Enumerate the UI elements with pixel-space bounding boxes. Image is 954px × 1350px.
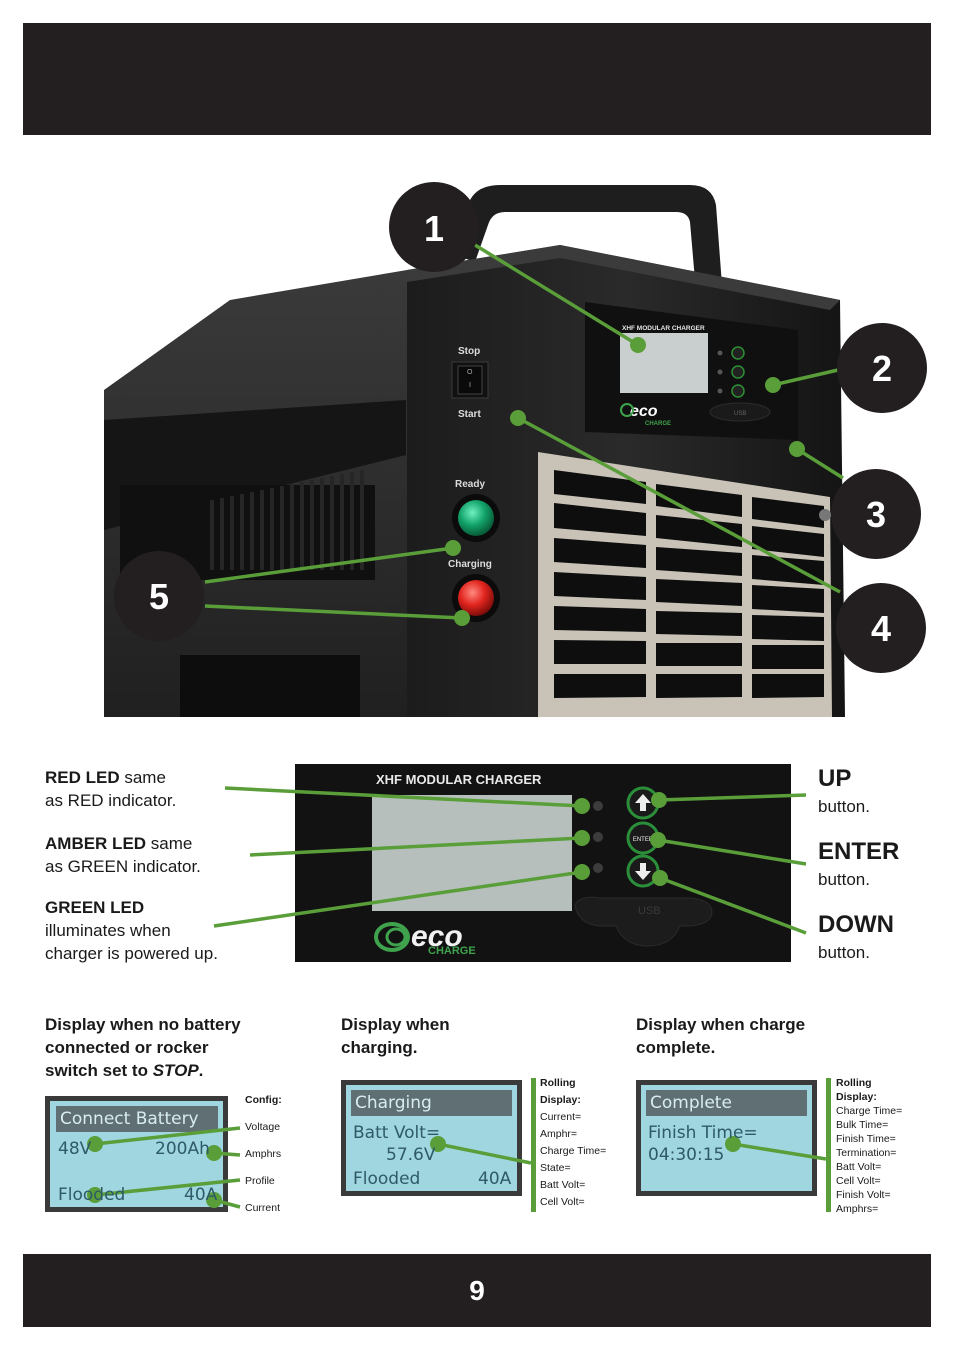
lcd3-line2: Finish Time=: [648, 1123, 758, 1143]
lcd1-amphrs: 200Ah: [155, 1139, 210, 1159]
photo-leaders: [204, 243, 844, 620]
svg-text:1: 1: [424, 208, 444, 249]
callout-1: 1: [389, 182, 479, 272]
svg-text:4: 4: [871, 608, 891, 649]
lcd2-profile: Flooded: [353, 1169, 421, 1189]
front-panel-lcd: [372, 795, 572, 911]
config-amphrs: Amphrs: [245, 1148, 282, 1160]
svg-text:eco: eco: [411, 920, 463, 953]
complete-rolling-list: Rolling Display: Charge Time= Bulk Time=…: [836, 1077, 903, 1215]
callout-3: 3: [831, 469, 921, 559]
photo-panel-title: XHF MODULAR CHARGER: [622, 325, 705, 332]
grille-slots: [554, 470, 824, 698]
amber-led: [593, 832, 603, 842]
svg-text:5: 5: [149, 576, 169, 617]
caption-complete: Display when charge complete.: [636, 1015, 806, 1057]
svg-text:2: 2: [872, 348, 892, 389]
panel-leader-dots: [574, 792, 668, 886]
ready-lamp: [458, 500, 494, 536]
handle: [455, 185, 722, 292]
charging-lamp: [458, 580, 494, 616]
caption-charging: Display when charging.: [341, 1015, 450, 1057]
config-profile: Profile: [245, 1175, 275, 1187]
photo-logo-sub: CHARGE: [645, 421, 671, 427]
panel-leaders: [213, 786, 807, 935]
config-current: Current: [245, 1202, 281, 1214]
lcd1-current: 40A: [184, 1185, 218, 1205]
svg-text:O: O: [467, 369, 473, 376]
svg-text:ENTER: ENTER: [633, 837, 654, 843]
lcd3-line3: 04:30:15: [648, 1145, 725, 1165]
lcd1-profile: Flooded: [58, 1185, 126, 1205]
lcd2-current: 40A: [478, 1169, 512, 1189]
photo-logo: eco: [630, 403, 658, 420]
caption-no-battery: Display when no battery connected or roc…: [45, 1015, 241, 1080]
header-bar: [23, 23, 931, 135]
green-led-label: GREEN LED illuminates when charger is po…: [45, 898, 218, 963]
svg-text:CHARGE: CHARGE: [428, 945, 476, 957]
lcd3-line1: Complete: [650, 1093, 732, 1113]
charging-rolling-list: Rolling Display: Current= Amphr= Charge …: [540, 1077, 607, 1208]
lcd2-line1: Charging: [355, 1093, 432, 1113]
front-panel-title: XHF MODULAR CHARGER: [376, 772, 542, 787]
page-number: 9: [469, 1274, 485, 1306]
switch-start-label: Start: [458, 409, 481, 420]
callout-2: 2: [837, 323, 927, 413]
usb-label: USB: [638, 905, 661, 917]
red-led: [593, 801, 603, 811]
callout-4: 4: [836, 583, 926, 673]
green-led: [593, 863, 603, 873]
red-led-label: RED LED same as RED indicator.: [45, 768, 177, 810]
lcd2-line3: 57.6V: [386, 1145, 436, 1165]
svg-text:I: I: [469, 382, 471, 389]
config-voltage: Voltage: [245, 1121, 281, 1133]
eco-logo: eco CHARGE: [374, 920, 476, 957]
down-arrow-icon: [635, 863, 651, 880]
photo-leader-dots: [445, 337, 805, 626]
switch-stop-label: Stop: [458, 346, 480, 357]
config-title: Config:: [245, 1094, 282, 1106]
ready-label: Ready: [455, 479, 485, 490]
footer-bar: 9: [23, 1254, 931, 1327]
callout-5: 5: [114, 551, 204, 641]
lcd1-voltage: 48V: [58, 1139, 92, 1159]
svg-text:3: 3: [866, 494, 886, 535]
photo-usb-label: USB: [734, 411, 746, 417]
lcd2-line2: Batt Volt=: [353, 1123, 441, 1143]
amber-led-label: AMBER LED same as GREEN indicator.: [45, 834, 201, 876]
lcd1-line1: Connect Battery: [60, 1109, 199, 1129]
up-arrow-icon: [635, 794, 651, 811]
side-vents: [210, 470, 364, 570]
usb-cover: [574, 896, 713, 947]
lcd-leader-dots: [87, 1136, 741, 1208]
charging-label: Charging: [448, 559, 492, 570]
